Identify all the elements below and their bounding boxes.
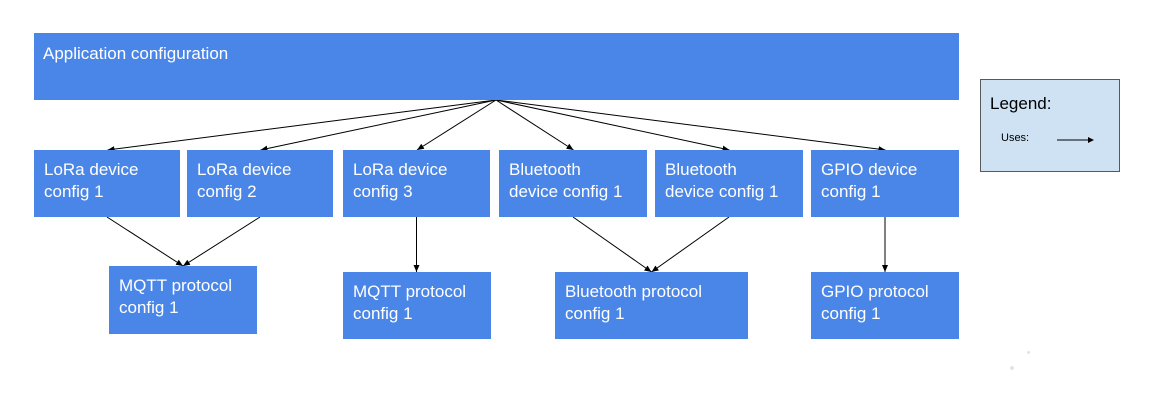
edge-d5-to-p3 <box>651 216 730 273</box>
device-box-gpio-1: GPIO device config 1 <box>811 150 959 217</box>
legend-arrow-icon <box>1057 137 1094 143</box>
device-box-lora-2: LoRa device config 2 <box>187 150 333 217</box>
device-box-lora-3: LoRa device config 3 <box>343 150 490 217</box>
legend-uses-label: Uses: <box>1001 132 1030 144</box>
edge-app-to-d5 <box>495 99 730 152</box>
protocol-box-bluetooth: Bluetooth protocol config 1 <box>555 272 748 339</box>
device-box-bluetooth-2: Bluetooth device config 1 <box>655 150 803 217</box>
edge-app-to-d1 <box>107 99 497 153</box>
application-configuration-box: Application configuration <box>34 33 959 100</box>
edge-app-to-d6 <box>495 99 886 153</box>
edge-app-to-d4 <box>495 99 574 151</box>
edge-d2-to-p1 <box>182 216 261 267</box>
device-box-lora-1: LoRa device config 1 <box>34 150 180 217</box>
decorative-dot <box>1010 366 1014 370</box>
edge-d1-to-p1 <box>106 216 184 267</box>
legend-title: Legend: <box>990 94 1052 113</box>
decorative-dot <box>1027 351 1030 354</box>
protocol-box-mqtt-1: MQTT protocol config 1 <box>109 266 257 334</box>
edge-app-to-d2 <box>260 99 497 152</box>
edge-d4-to-p3 <box>572 216 652 273</box>
legend-box: Legend: Uses: <box>980 79 1120 172</box>
edge-app-to-d3 <box>416 99 497 151</box>
protocol-box-gpio: GPIO protocol config 1 <box>811 272 959 339</box>
protocol-box-mqtt-2: MQTT protocol config 1 <box>343 272 491 339</box>
device-box-bluetooth-1: Bluetooth device config 1 <box>499 150 647 217</box>
